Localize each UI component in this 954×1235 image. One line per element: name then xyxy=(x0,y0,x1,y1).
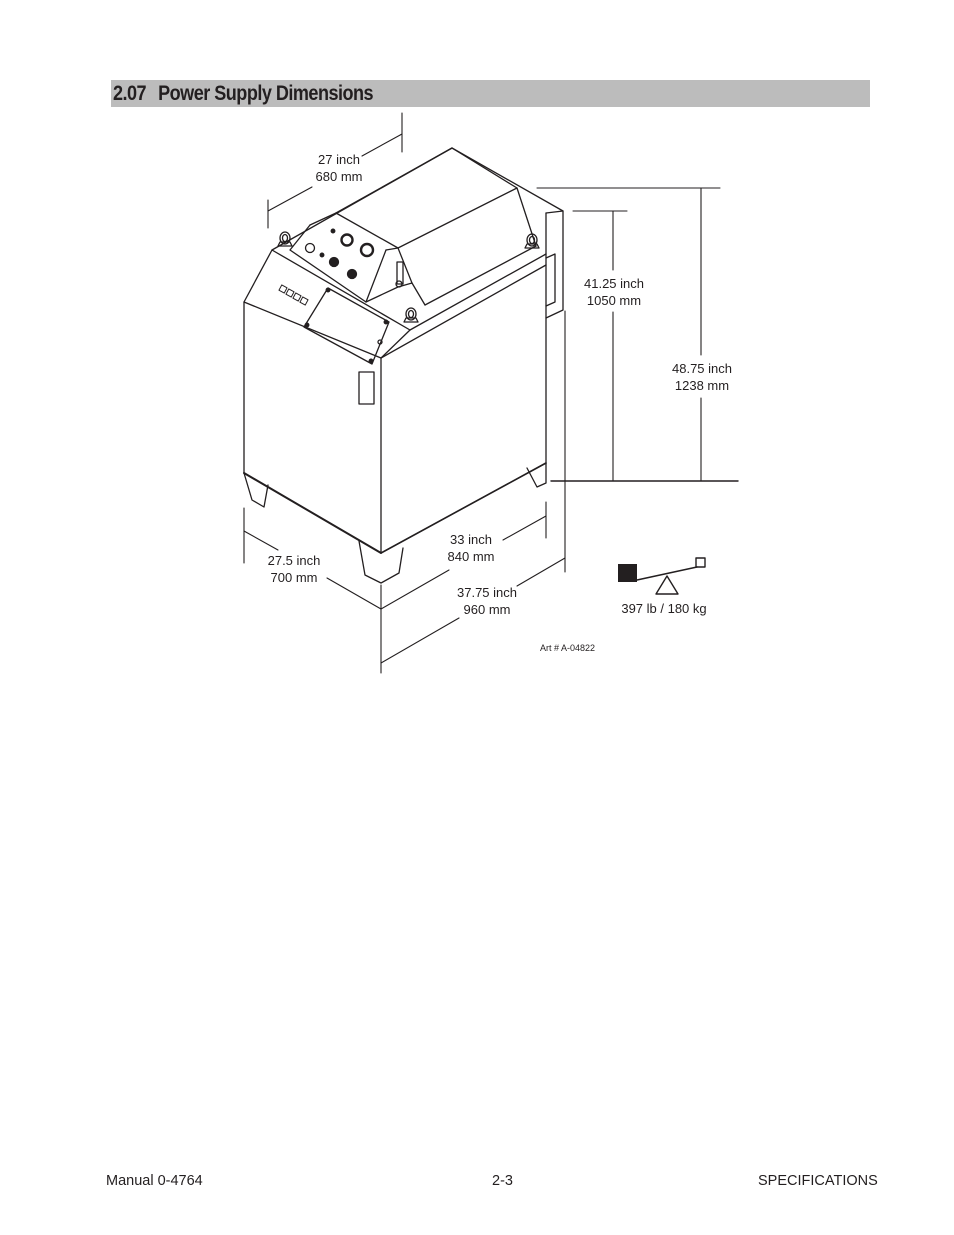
dimension-depth-total: 37.75 inch 960 mm xyxy=(451,584,523,618)
front-panel-details xyxy=(278,284,390,405)
lifting-eye-icons xyxy=(277,231,540,323)
top-hood xyxy=(289,147,537,306)
dimension-mm: 840 mm xyxy=(447,549,495,564)
section-title-text: Power Supply Dimensions xyxy=(158,82,374,105)
art-number: Art # A-04822 xyxy=(540,643,596,653)
dimension-depth-top: 27 inch 680 mm xyxy=(308,151,370,185)
footer-manual-number: Manual 0-4764 xyxy=(106,1173,203,1189)
footer-page-number: 2-3 xyxy=(492,1173,513,1189)
dimension-inch: 27.5 inch xyxy=(267,553,321,568)
dimension-inch: 41.25 inch xyxy=(584,276,644,291)
dimension-mm: 680 mm xyxy=(315,169,363,184)
dimension-mm: 960 mm xyxy=(463,602,511,617)
balance-scale-icon xyxy=(618,557,706,595)
dimension-height-total: 48.75 inch 1238 mm xyxy=(666,360,738,394)
section-number: 2.07 xyxy=(113,82,147,105)
section-header: 2.07 Power Supply Dimensions xyxy=(111,80,870,107)
footer-section-name: SPECIFICATIONS xyxy=(758,1173,878,1189)
dimension-lines xyxy=(243,112,739,674)
dimension-mm: 1050 mm xyxy=(586,293,642,308)
dimension-mm: 700 mm xyxy=(270,570,318,585)
dimension-mm: 1238 mm xyxy=(674,378,730,393)
dimension-depth-base: 33 inch 840 mm xyxy=(440,531,502,565)
dimension-inch: 27 inch xyxy=(318,152,360,167)
dimension-height-body: 41.25 inch 1050 mm xyxy=(578,275,650,309)
weight-label: 397 lb / 180 kg xyxy=(621,601,707,616)
section-title: 2.07 Power Supply Dimensions xyxy=(113,80,374,107)
dimension-width-front: 27.5 inch 700 mm xyxy=(258,552,330,586)
dimension-inch: 48.75 inch xyxy=(672,361,732,376)
cabinet-body xyxy=(243,147,564,584)
dimension-inch: 33 inch xyxy=(450,532,492,547)
dimension-inch: 37.75 inch xyxy=(457,585,517,600)
